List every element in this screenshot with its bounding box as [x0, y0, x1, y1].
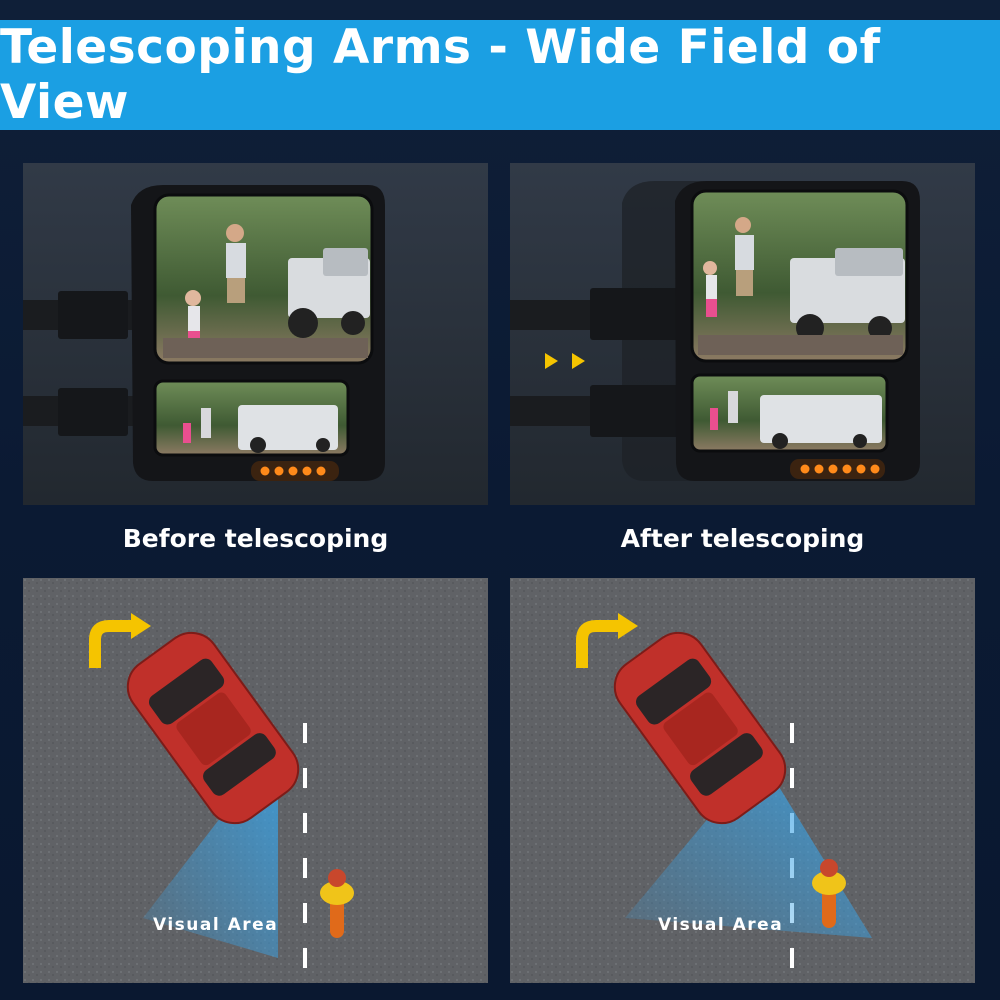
- banner-title: Telescoping Arms - Wide Field of View: [0, 20, 881, 130]
- turn-signal-lights: [800, 464, 880, 474]
- visual-area-label: Visual Area: [153, 915, 279, 935]
- visual-area-label: Visual Area: [658, 915, 784, 935]
- turn-signal-lights: [260, 466, 326, 476]
- mirror-after-photo: [510, 163, 975, 505]
- caption-before: Before telescoping: [122, 524, 389, 553]
- motorcycle-icon: [320, 869, 354, 938]
- caption-after: After telescoping: [620, 524, 865, 553]
- road-after-diagram: Visual Area: [510, 578, 975, 983]
- turn-right-arrow-icon: [89, 613, 151, 668]
- turn-right-arrow-icon: [576, 613, 638, 668]
- mirror-before-photo: [23, 163, 488, 505]
- car-icon: [126, 631, 300, 825]
- visual-area-cone: [625, 756, 872, 938]
- title-banner: Telescoping Arms - Wide Field of View: [0, 20, 1000, 130]
- car-icon: [613, 631, 787, 825]
- motorcycle-icon: [812, 859, 846, 928]
- extend-arrows-icon: [545, 353, 585, 369]
- road-before-diagram: Visual Area: [23, 578, 488, 983]
